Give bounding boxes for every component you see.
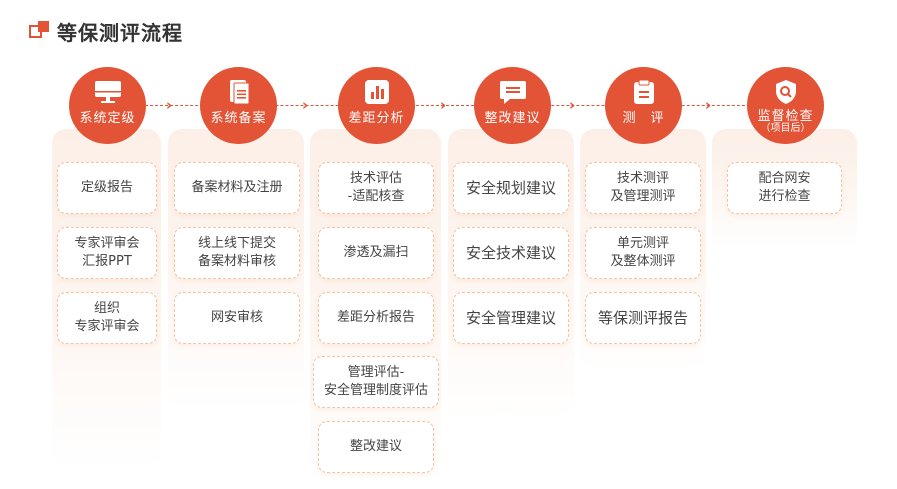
- step-label: 系统备案: [210, 111, 267, 126]
- step-card: 网安审核: [174, 292, 300, 344]
- step-card: 等保测评报告: [585, 292, 701, 344]
- step-card: 线上线下提交 备案材料审核: [174, 227, 300, 279]
- page-title: 等保测评流程: [57, 21, 183, 45]
- step-sublabel: （项目后）: [760, 123, 811, 134]
- step-circle-2: 系统备案: [200, 67, 277, 144]
- step-label: 测 评: [622, 111, 665, 126]
- step-label: 差距分析: [348, 111, 405, 126]
- flow-connector-line: [140, 105, 780, 106]
- step-card: 差距分析报告: [318, 292, 434, 344]
- step-card: 安全管理建议: [453, 292, 569, 344]
- step-circle-3: 差距分析: [338, 67, 415, 144]
- bar-chart-icon: [338, 79, 415, 105]
- monitor-icon: [69, 79, 146, 105]
- arrow-icon: ›: [569, 96, 576, 114]
- step-circle-1: 系统定级: [69, 67, 146, 144]
- step-card: 管理评估- 安全管理制度评估: [313, 356, 439, 408]
- step-card: 安全技术建议: [453, 227, 569, 279]
- step-card: 整改建议: [318, 421, 434, 473]
- step-card: 渗透及漏扫: [318, 227, 434, 279]
- step-card: 组织 专家评审会: [57, 292, 157, 344]
- step-card: 备案材料及注册: [174, 162, 300, 214]
- step-label: 整改建议: [484, 111, 541, 126]
- step-card: 单元测评 及整体测评: [585, 227, 701, 279]
- step-card: 安全规划建议: [453, 162, 569, 214]
- step-card: 技术测评 及管理测评: [585, 162, 701, 214]
- step-label: 监督检查: [757, 109, 814, 124]
- step-circle-5: 测 评: [605, 67, 682, 144]
- step-label: 系统定级: [79, 111, 136, 126]
- step-card: 配合网安 进行检查: [727, 162, 842, 214]
- step-card: 专家评审会 汇报PPT: [57, 227, 157, 279]
- step-card: 定级报告: [57, 162, 157, 214]
- document-icon: [200, 79, 277, 105]
- arrow-icon: ›: [166, 96, 173, 114]
- chat-icon: [474, 79, 551, 105]
- clipboard-icon: [605, 79, 682, 105]
- step-circle-4: 整改建议: [474, 67, 551, 144]
- title-logo-icon: [29, 21, 50, 39]
- step-card: 技术评估 -适配核查: [318, 162, 434, 214]
- step-circle-6: 监督检查 （项目后）: [747, 67, 824, 144]
- shield-search-icon: [747, 79, 824, 105]
- arrow-icon: ›: [440, 96, 447, 114]
- arrow-icon: ›: [302, 96, 309, 114]
- arrow-icon: ›: [705, 96, 712, 114]
